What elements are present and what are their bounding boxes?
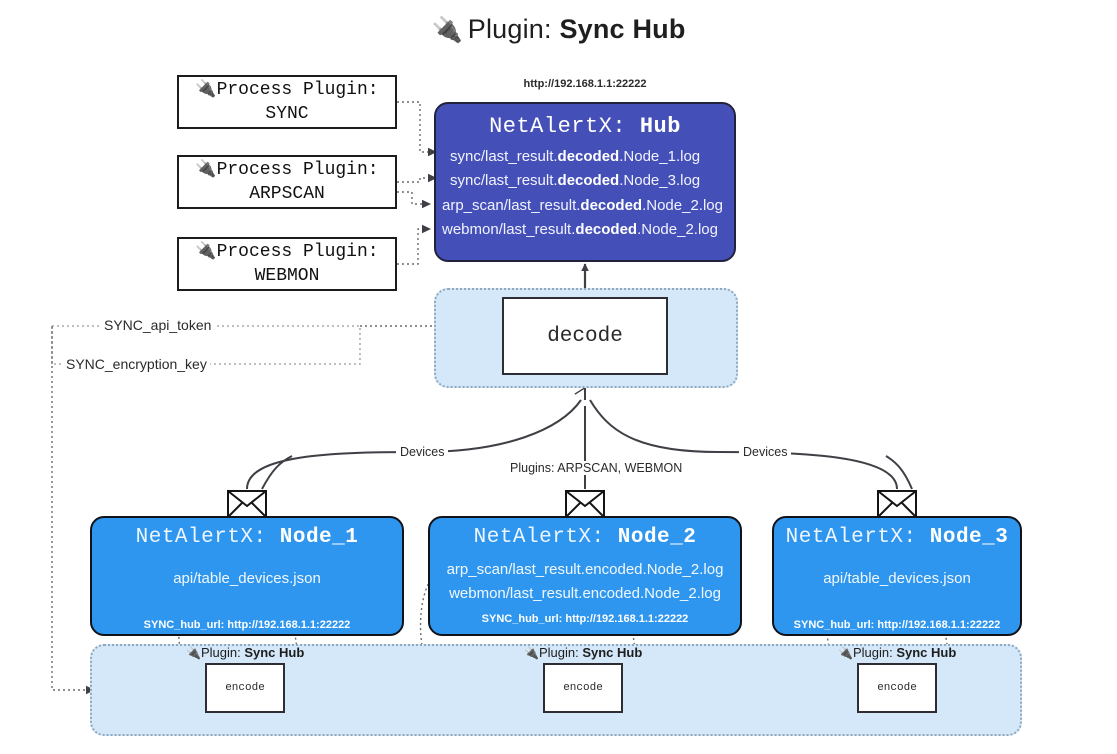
edge-label-devices-right: Devices — [739, 445, 792, 459]
encode-plugin-label-3: 🔌Plugin: Sync Hub — [838, 645, 957, 660]
hub-log-row: arp_scan/last_result.decoded.Node_2.log — [442, 196, 723, 214]
node-line: api/table_devices.json — [173, 570, 321, 587]
process-plugin-label: Process Plugin: — [216, 241, 379, 262]
hub-title: NetAlertX: Hub — [436, 114, 734, 139]
node-box-2[interactable]: NetAlertX: Node_2 arp_scan/last_result.e… — [428, 516, 742, 636]
encode-plugin-label-2: 🔌Plugin: Sync Hub — [524, 645, 643, 660]
plug-icon: 🔌 — [431, 16, 463, 44]
hub-title-name: Hub — [639, 114, 681, 139]
sync-api-token-label: SYNC_api_token — [101, 317, 215, 333]
node-line: webmon/last_result.encoded.Node_2.log — [449, 585, 721, 602]
page-title-name: Sync Hub — [559, 14, 686, 44]
page-title-prefix: Plugin: — [467, 14, 552, 44]
node-hub-url: SYNC_hub_url: http://192.168.1.1:22222 — [793, 619, 1001, 631]
node-title: NetAlertX: Node_2 — [473, 526, 697, 549]
hub-log-row: webmon/last_result.decoded.Node_2.log — [442, 221, 718, 239]
process-plugin-arpscan[interactable]: 🔌Process Plugin: ARPSCAN — [177, 155, 397, 209]
page-title: 🔌Plugin: Sync Hub — [0, 14, 1117, 45]
sync-encryption-key-label: SYNC_encryption_key — [63, 356, 210, 372]
process-plugin-name: SYNC — [265, 104, 309, 124]
plug-icon: 🔌 — [524, 646, 539, 660]
process-plugin-name: WEBMON — [254, 266, 320, 286]
edge-label-plugins: Plugins: ARPSCAN, WEBMON — [506, 461, 687, 475]
plug-icon: 🔌 — [838, 646, 853, 660]
decode-box[interactable]: decode — [502, 297, 668, 375]
hub-log-row: sync/last_result.decoded.Node_3.log — [450, 172, 701, 190]
encode-box-2[interactable]: encode — [543, 663, 623, 713]
process-plugin-name: ARPSCAN — [249, 184, 325, 204]
node-box-3[interactable]: NetAlertX: Node_3 api/table_devices.json… — [772, 516, 1022, 636]
envelope-icon — [227, 490, 267, 523]
node-line: api/table_devices.json — [823, 570, 971, 587]
encode-box-3[interactable]: encode — [857, 663, 937, 713]
hub-url-label: http://192.168.1.1:22222 — [523, 78, 647, 90]
process-plugin-webmon[interactable]: 🔌Process Plugin: WEBMON — [177, 237, 397, 291]
process-plugin-label: Process Plugin: — [216, 79, 379, 100]
envelope-icon — [565, 490, 605, 523]
hub-box[interactable]: NetAlertX: Hub sync/last_result.decoded.… — [434, 102, 736, 262]
edge-label-devices-left: Devices — [396, 445, 449, 459]
hub-log-row: sync/last_result.decoded.Node_1.log — [450, 148, 701, 165]
plug-icon: 🔌 — [195, 158, 217, 178]
plug-icon: 🔌 — [195, 78, 217, 98]
node-hub-url: SYNC_hub_url: http://192.168.1.1:22222 — [481, 613, 689, 625]
process-plugin-label: Process Plugin: — [216, 159, 379, 180]
node-title: NetAlertX: Node_3 — [785, 526, 1009, 549]
process-plugin-sync[interactable]: 🔌Process Plugin: SYNC — [177, 75, 397, 129]
node-box-1[interactable]: NetAlertX: Node_1 api/table_devices.json… — [90, 516, 404, 636]
encode-plugin-label-1: 🔌Plugin: Sync Hub — [186, 645, 305, 660]
hub-log-list: sync/last_result.decoded.Node_1.log sync… — [436, 145, 734, 243]
node-hub-url: SYNC_hub_url: http://192.168.1.1:22222 — [143, 619, 351, 631]
plug-icon: 🔌 — [186, 646, 201, 660]
node-title: NetAlertX: Node_1 — [135, 526, 359, 549]
plug-icon: 🔌 — [195, 240, 217, 260]
hub-title-prefix: NetAlertX: — [489, 114, 627, 139]
encode-box-1[interactable]: encode — [205, 663, 285, 713]
node-line: arp_scan/last_result.encoded.Node_2.log — [446, 561, 724, 578]
